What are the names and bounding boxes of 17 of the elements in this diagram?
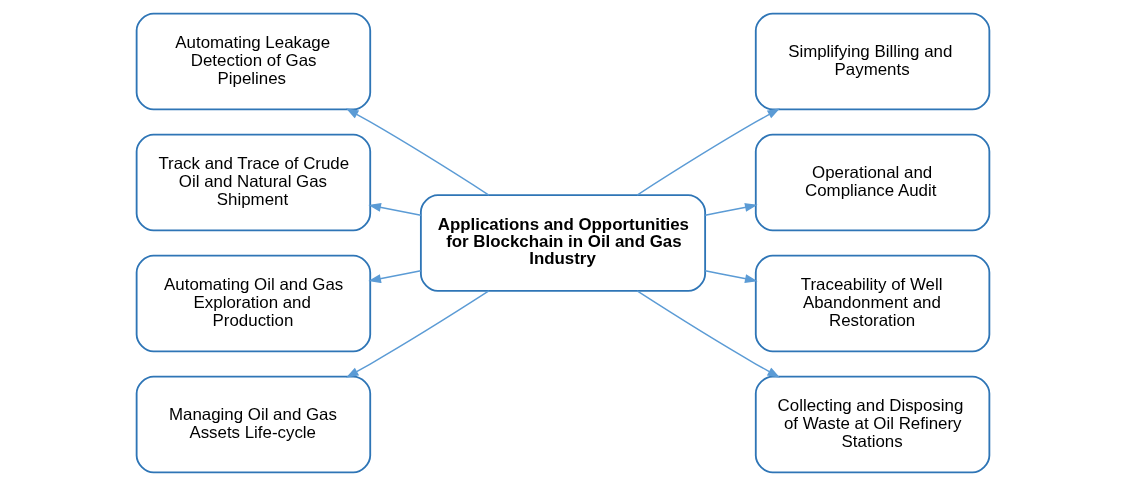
arrow: [368, 270, 422, 284]
arrow: [636, 108, 781, 196]
node-box: Simplifying Billing and Payments: [754, 12, 991, 111]
node-box: Applications and Opportunities for Blockchain in Oil and Gas Industry: [419, 194, 707, 292]
node-box: Automating Oil and Gas Exploration and Production: [135, 254, 372, 353]
node-box: Managing Oil and Gas Assets Life-cycle: [135, 375, 372, 474]
arrow: [345, 108, 490, 196]
arrow: [368, 202, 422, 216]
node-box: Automating Leakage Detection of Gas Pipelines: [135, 12, 372, 111]
node-box: Operational and Compliance Audit: [754, 133, 991, 232]
arrow: [636, 290, 781, 378]
arrow: [704, 270, 758, 283]
node-box: Traceability of Well Abandonment and Restoration: [754, 254, 991, 353]
node-box: Collecting and Disposing of Waste at Oil Refinery Stations: [754, 375, 991, 474]
arrow: [704, 203, 758, 216]
arrow: [345, 290, 490, 378]
node-box: Track and Trace of Crude Oil and Natural Gas Shipment: [135, 133, 372, 232]
